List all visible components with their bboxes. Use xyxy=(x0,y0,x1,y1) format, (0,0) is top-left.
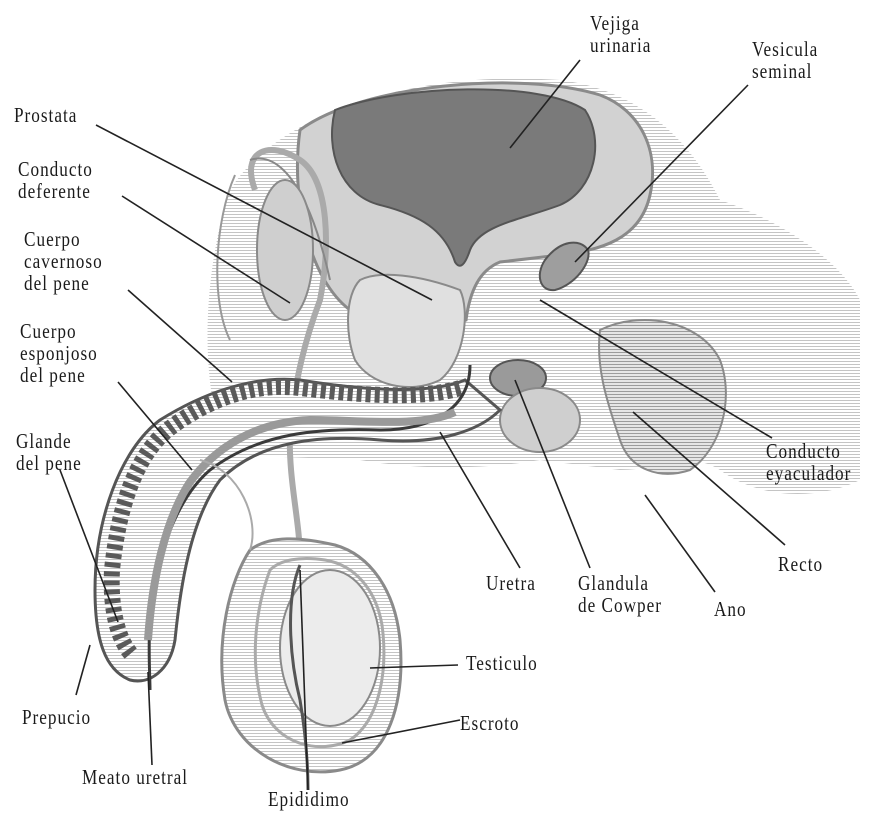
testicle xyxy=(280,570,380,726)
label-glandula-cowper-line2: de Cowper xyxy=(578,594,662,616)
label-glande-line2: del pene xyxy=(16,452,82,474)
label-conducto-eyaculador: Conducto eyaculador xyxy=(766,440,851,484)
label-glandula-cowper-line1: Glandula xyxy=(578,572,662,594)
label-vesicula: Vesicula seminal xyxy=(752,38,818,82)
label-conducto-deferente-line2: deferente xyxy=(18,180,93,202)
label-recto-line1: Recto xyxy=(778,553,823,575)
label-cuerpo-esponjoso-line3: del pene xyxy=(20,364,98,386)
label-vejiga: Vejiga urinaria xyxy=(590,12,651,56)
label-glandula-cowper: Glandula de Cowper xyxy=(578,572,662,616)
label-vesicula-line1: Vesicula xyxy=(752,38,818,60)
label-vesicula-line2: seminal xyxy=(752,60,818,82)
label-testiculo-line1: Testiculo xyxy=(466,652,538,674)
label-meato-uretral: Meato uretral xyxy=(82,766,188,788)
label-prepucio-line1: Prepucio xyxy=(22,706,91,728)
label-glande-line1: Glande xyxy=(16,430,82,452)
label-cuerpo-cavernoso-line3: del pene xyxy=(24,272,103,294)
label-cuerpo-esponjoso-line2: esponjoso xyxy=(20,342,98,364)
label-conducto-deferente: Conducto deferente xyxy=(18,158,93,202)
label-prostata: Prostata xyxy=(14,104,77,126)
label-epididimo: Epididimo xyxy=(268,788,350,810)
label-uretra: Uretra xyxy=(486,572,536,594)
label-conducto-deferente-line1: Conducto xyxy=(18,158,93,180)
label-vejiga-line1: Vejiga xyxy=(590,12,651,34)
label-cuerpo-esponjoso-line1: Cuerpo xyxy=(20,320,98,342)
label-vejiga-line2: urinaria xyxy=(590,34,651,56)
label-escroto: Escroto xyxy=(460,712,520,734)
label-uretra-line1: Uretra xyxy=(486,572,536,594)
leader-prepucio xyxy=(76,645,90,695)
label-cuerpo-cavernoso-line1: Cuerpo xyxy=(24,228,103,250)
prostate xyxy=(348,275,465,387)
label-ano-line1: Ano xyxy=(714,598,747,620)
label-meato-uretral-line1: Meato uretral xyxy=(82,766,188,788)
label-prepucio: Prepucio xyxy=(22,706,91,728)
label-epididimo-line1: Epididimo xyxy=(268,788,350,810)
label-conducto-eyaculador-line1: Conducto xyxy=(766,440,851,462)
label-cuerpo-esponjoso: Cuerpo esponjoso del pene xyxy=(20,320,98,386)
label-ano: Ano xyxy=(714,598,747,620)
label-conducto-eyaculador-line2: eyaculador xyxy=(766,462,851,484)
label-escroto-line1: Escroto xyxy=(460,712,520,734)
label-cuerpo-cavernoso: Cuerpo cavernoso del pene xyxy=(24,228,103,294)
label-glande: Glande del pene xyxy=(16,430,82,474)
label-prostata-line1: Prostata xyxy=(14,104,77,126)
label-cuerpo-cavernoso-line2: cavernoso xyxy=(24,250,103,272)
label-testiculo: Testiculo xyxy=(466,652,538,674)
label-recto: Recto xyxy=(778,553,823,575)
